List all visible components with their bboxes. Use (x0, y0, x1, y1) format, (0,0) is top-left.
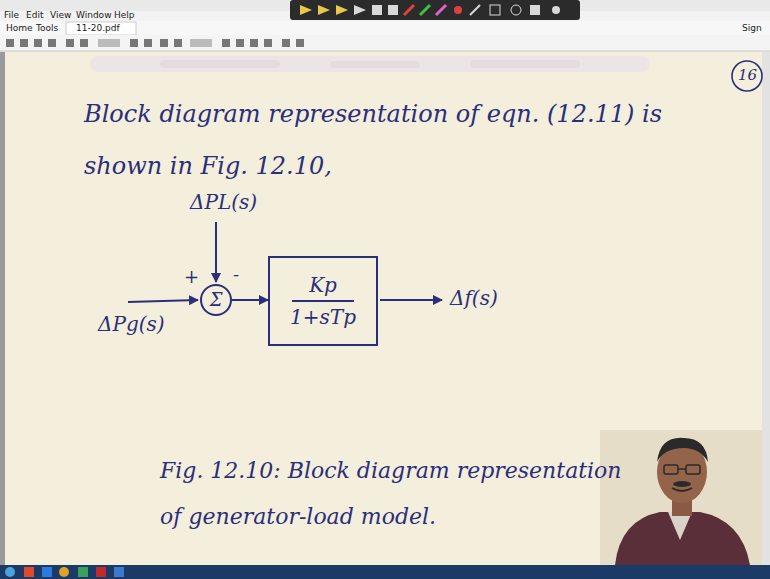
transfer-function-box: Kp 1+sTp (268, 256, 378, 346)
toolbar-label: Sign (742, 23, 762, 33)
signal-label: ΔPg(s) (98, 312, 165, 336)
fraction-bar (292, 300, 354, 302)
body-sentence: Block diagram representation of eqn. (12… (84, 88, 694, 192)
tab-label: Home (6, 23, 33, 33)
summing-junction: Σ (200, 284, 232, 316)
signal-label: Δf(s) (450, 286, 498, 310)
figure-caption: Fig. 12.10: Block diagram representation… (160, 448, 630, 540)
signal-connector (232, 299, 268, 301)
output-arrow (380, 299, 442, 301)
menu-item: File (4, 10, 19, 20)
node-text: Σ (210, 290, 223, 310)
node-text: Kp (309, 274, 337, 296)
menu-item: Help (114, 10, 135, 20)
tab-label: Tools (36, 23, 58, 33)
tab-label: 11-20.pdf (76, 23, 120, 33)
sign-mark: + (184, 266, 199, 287)
page-number: 16 (738, 66, 757, 84)
sign-mark: - (233, 264, 239, 285)
generation-input-arrow (128, 300, 198, 302)
signal-label: ΔPL(s) (190, 190, 257, 214)
node-text: 1+sTp (290, 306, 356, 328)
menu-item: View (50, 10, 71, 20)
menu-item: Edit (26, 10, 43, 20)
load-input-arrow (215, 222, 217, 282)
menu-item: Window (76, 10, 112, 20)
